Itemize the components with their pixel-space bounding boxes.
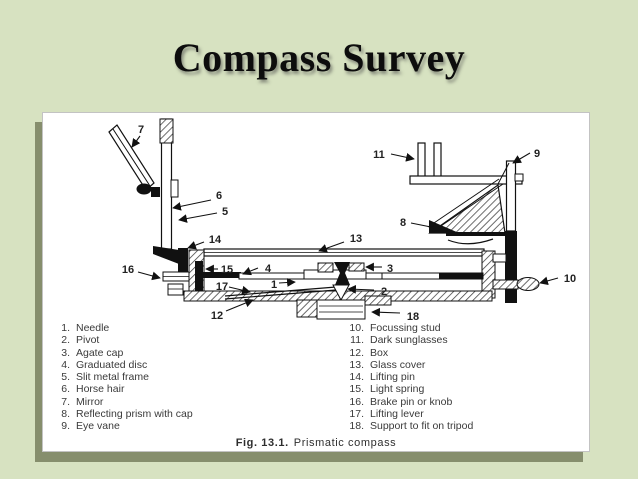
legend-item-number: 17.	[349, 408, 364, 421]
legend-item: 17. Lifting lever	[344, 408, 473, 420]
legend-item: 4. Graduated disc	[57, 359, 193, 371]
dark-sunglasses	[409, 142, 523, 185]
legend-item: 18. Support to fit on tripod	[344, 420, 473, 432]
legend-right-column: 10. Focussing stud 11. Dark sunglasses 12.…	[344, 322, 473, 433]
brake-pin	[162, 271, 190, 296]
agate-cap	[317, 262, 334, 273]
legend-item-label: Light spring	[370, 383, 425, 396]
legend-item-label: Needle	[76, 322, 110, 334]
legend-item-label: Focussing stud	[370, 322, 441, 334]
legend-item-label: Pivot	[76, 334, 100, 347]
legend-item-number: 3.	[61, 346, 70, 359]
light-spring	[195, 261, 241, 291]
legend-item-number: 13.	[349, 358, 364, 371]
legend-item-number: 11.	[350, 334, 364, 347]
legend-item-label: Mirror	[76, 395, 104, 408]
callout-15: 15	[221, 264, 233, 276]
lifting-pin	[178, 248, 188, 272]
callout-numbers: 1 2 3 4 5 6 7 8 9 10 11 12 13 14 15 16 1…	[122, 124, 576, 323]
reflecting-prism	[427, 178, 506, 245]
callout-13: 13	[350, 233, 362, 245]
mirror	[108, 124, 160, 197]
figure-caption: Fig. 13.1. Prismatic compass	[43, 437, 589, 449]
callout-12: 12	[211, 310, 223, 322]
legend-item-number: 9.	[61, 420, 70, 433]
legend-item-number: 4.	[61, 358, 70, 371]
legend-item-label: Reflecting prism with cap	[76, 408, 193, 421]
legend-item: 16. Brake pin or knob	[344, 396, 473, 408]
legend-item-label: Slit metal frame	[76, 371, 149, 384]
prismatic-compass-diagram: 1 2 3 4 5 6 7 8 9 10 11 12 13 14 15 16 1…	[108, 118, 576, 323]
pivot	[332, 284, 350, 302]
callout-6: 6	[216, 190, 222, 202]
callout-9: 9	[534, 148, 540, 160]
callout-4: 4	[265, 263, 272, 275]
page-title: Compass Survey	[172, 35, 466, 80]
legend-item-label: Lifting pin	[370, 371, 415, 384]
callout-16: 16	[122, 264, 134, 276]
legend-item-label: Graduated disc	[76, 358, 148, 371]
legend-item-label: Glass cover	[370, 358, 426, 371]
legend-item-number: 6.	[61, 383, 70, 396]
legend-item: 7. Mirror	[57, 396, 193, 408]
legend-item-number: 15.	[349, 383, 364, 396]
tripod-support	[296, 295, 392, 320]
figure-panel: 1 2 3 4 5 6 7 8 9 10 11 12 13 14 15 16 1…	[42, 112, 590, 452]
legend-item: 12. Box	[344, 347, 473, 359]
legend-item-number: 14.	[349, 371, 364, 384]
legend-item: 15. Light spring	[344, 383, 473, 395]
legend-item: 14. Lifting pin	[344, 371, 473, 383]
legend-item: 3. Agate cap	[57, 347, 193, 359]
legend-item-number: 8.	[61, 408, 70, 421]
legend-item-number: 7.	[61, 395, 70, 408]
callout-18: 18	[407, 311, 419, 323]
callout-8: 8	[400, 217, 406, 229]
focussing-stud	[492, 277, 540, 291]
legend-item: 13. Glass cover	[344, 359, 473, 371]
legend-item-number: 16.	[349, 395, 364, 408]
legend-item-number: 18.	[349, 420, 364, 433]
slit-metal-frame	[159, 118, 179, 250]
legend-item: 5. Slit metal frame	[57, 371, 193, 383]
pivot-assembly	[303, 262, 383, 302]
callout-2: 2	[381, 286, 387, 298]
callout-17: 17	[216, 281, 228, 293]
legend-item-label: Brake pin or knob	[370, 395, 453, 408]
legend-item-label: Dark sunglasses	[370, 334, 448, 347]
legend-item-label: Eye vane	[76, 420, 120, 433]
legend-item-number: 10.	[349, 322, 364, 334]
legend-item-number: 5.	[61, 371, 70, 384]
legend-item-label: Agate cap	[76, 346, 124, 359]
legend-item: 2. Pivot	[57, 334, 193, 346]
callout-11: 11	[373, 149, 385, 161]
legend-item: 8. Reflecting prism with cap	[57, 408, 193, 421]
legend-item: 1. Needle	[57, 322, 193, 334]
callout-1: 1	[271, 279, 277, 291]
callout-3: 3	[387, 263, 393, 275]
callout-7: 7	[138, 124, 144, 136]
legend-item: 11. Dark sunglasses	[344, 334, 473, 346]
needle	[439, 273, 483, 279]
callout-5: 5	[222, 206, 228, 218]
legend-item-label: Lifting lever	[370, 408, 424, 421]
lifting-lever	[224, 286, 337, 300]
figure-number: Fig. 13.1.	[235, 437, 289, 449]
callout-10: 10	[564, 273, 576, 285]
legend-item-label: Horse hair	[76, 383, 125, 396]
legend-item: 9. Eye vane	[57, 420, 193, 432]
legend-item-number: 2.	[61, 334, 70, 347]
callout-arrows	[131, 135, 559, 317]
hinge-wedge	[153, 246, 179, 264]
legend-left-column: 1. Needle 2. Pivot 3. Agate cap 4. Graduated…	[57, 322, 193, 433]
legend-item-label: Support to fit on tripod	[370, 420, 474, 433]
legend-item-number: 12.	[349, 346, 364, 359]
legend-item-number: 1.	[61, 322, 70, 334]
figure-caption-text: Prismatic compass	[293, 437, 397, 449]
legend-item: 6. Horse hair	[57, 383, 193, 395]
legend-item: 10. Focussing stud	[344, 322, 473, 334]
legend-item-label: Box	[370, 346, 389, 359]
callout-14: 14	[209, 234, 222, 246]
